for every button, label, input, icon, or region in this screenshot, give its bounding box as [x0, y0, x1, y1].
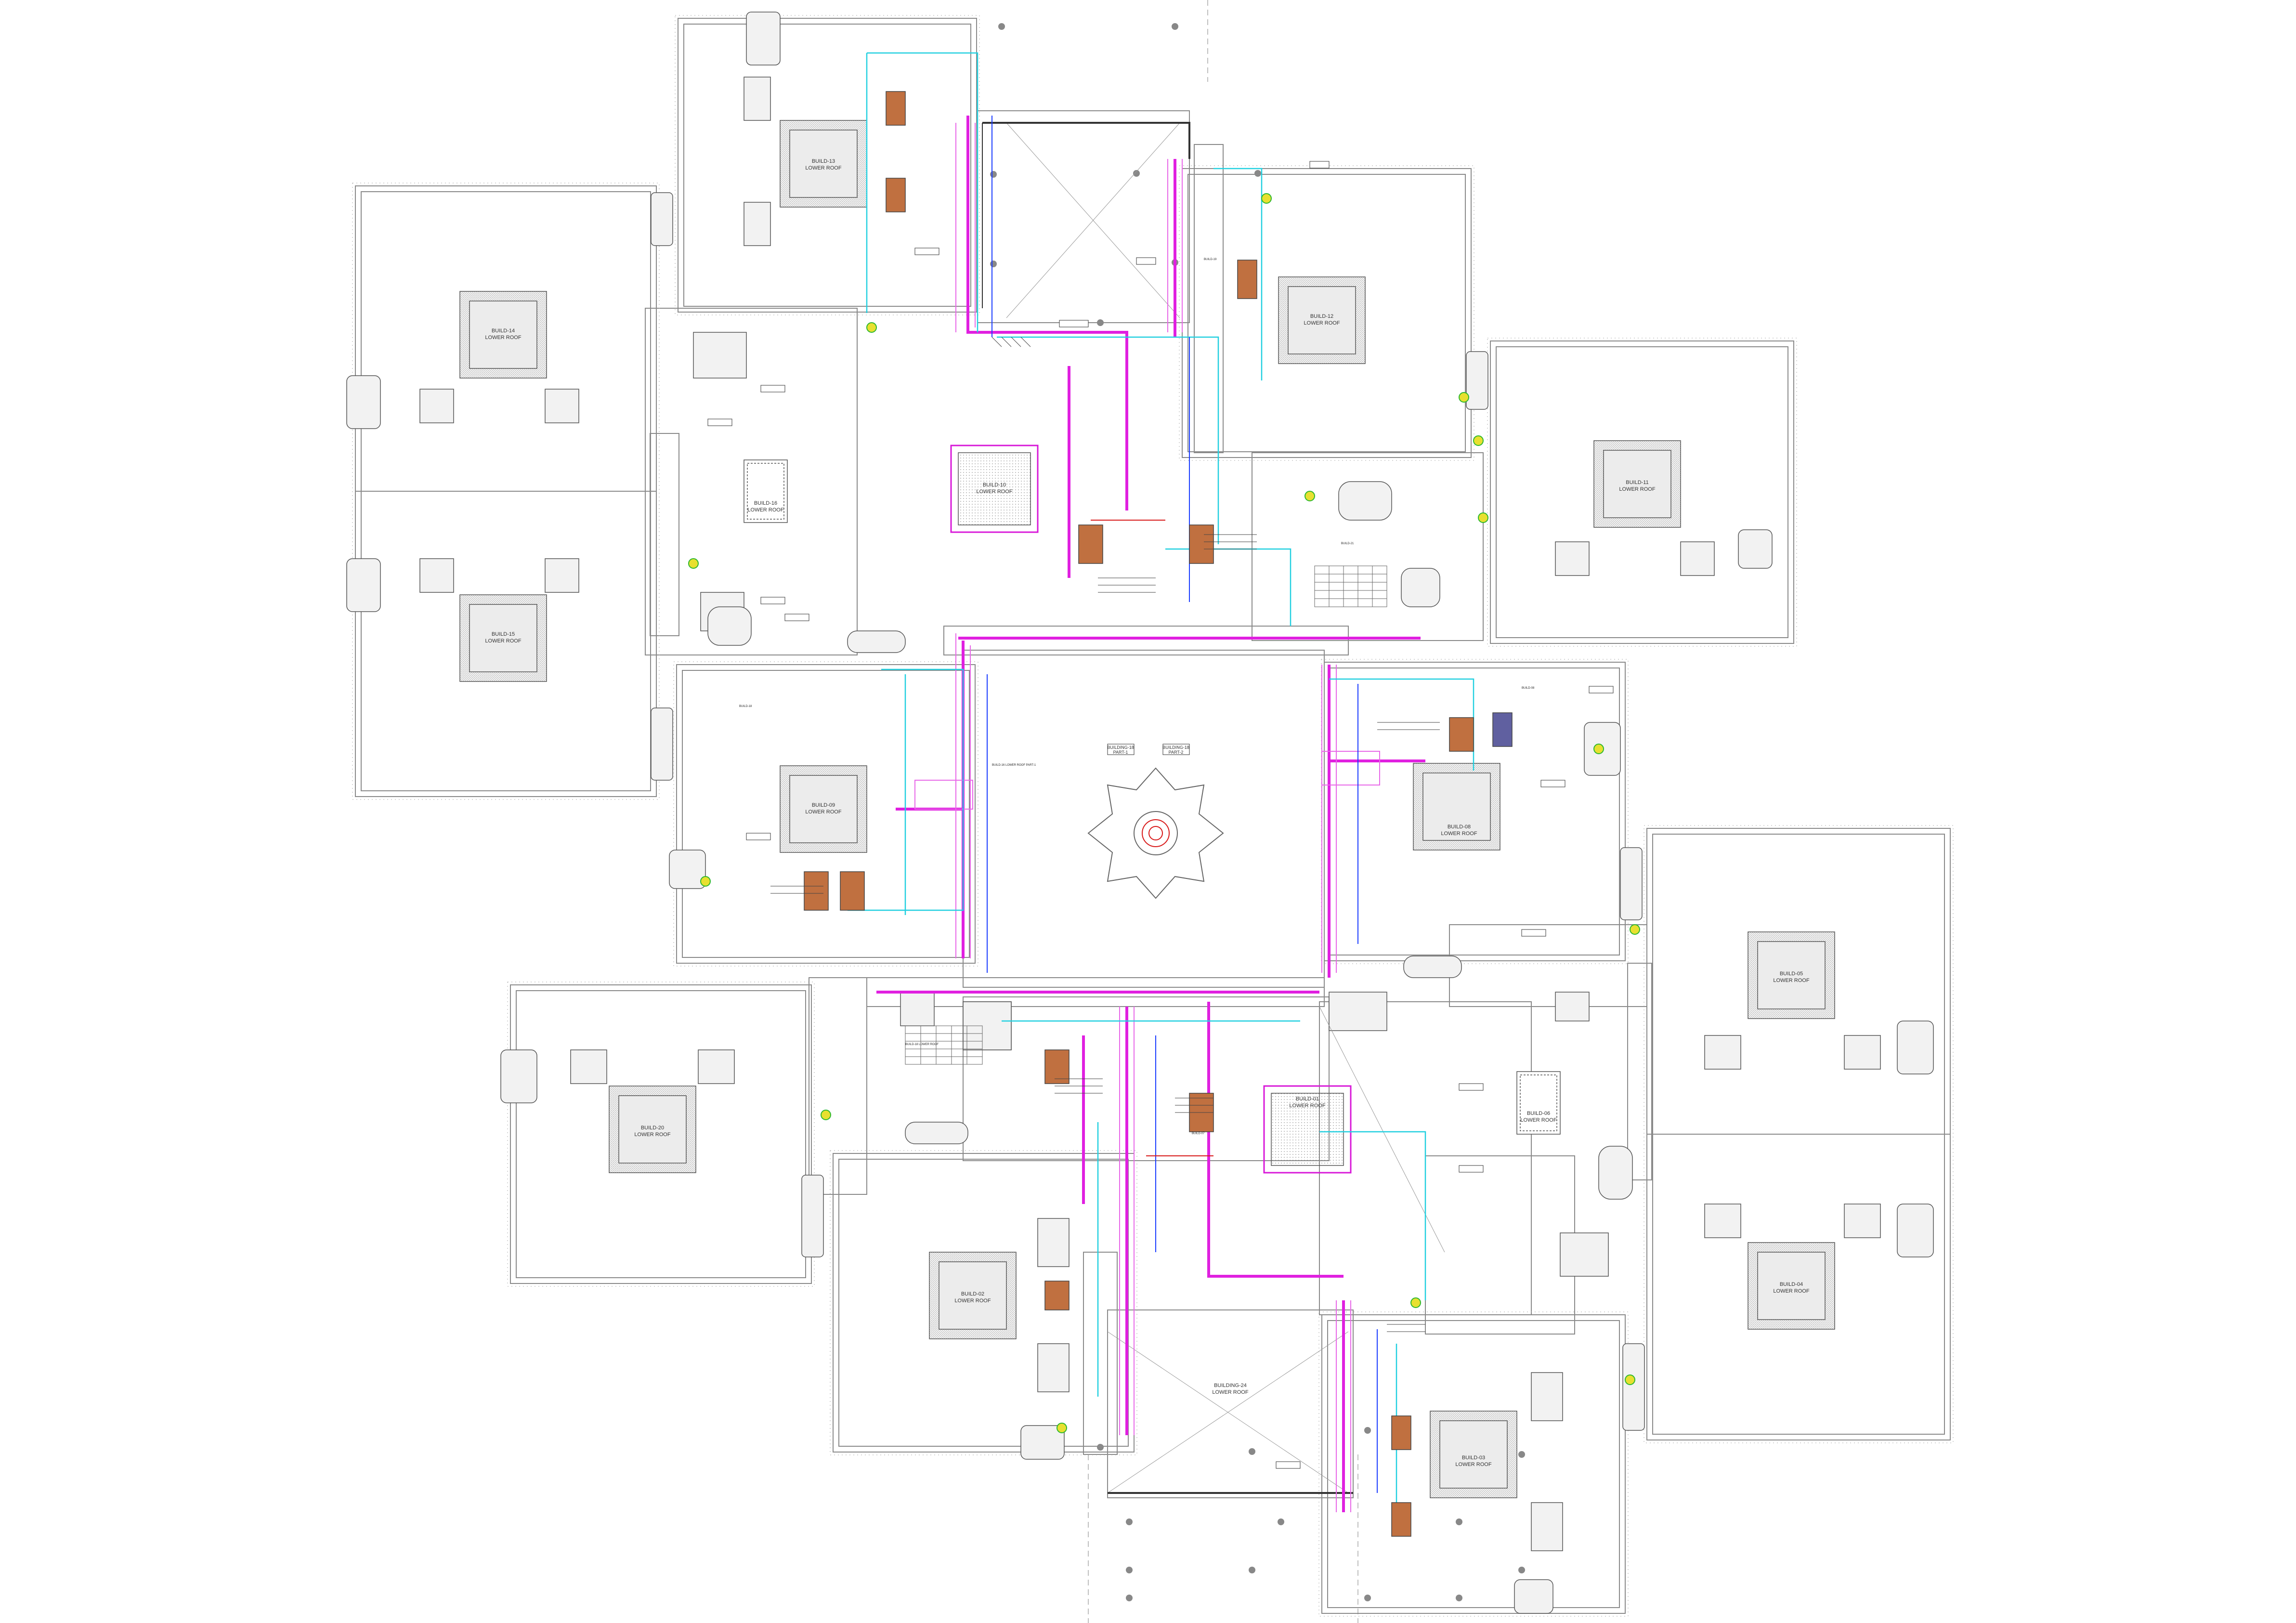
roof-label: BUILD-20	[641, 1125, 664, 1131]
roof-labels: BUILD-13 LOWER ROOF BUILD-12 LOWER ROOF …	[485, 158, 1809, 1467]
roof-label: BUILD-11	[1626, 480, 1648, 485]
roof-label: LOWER ROOF	[976, 489, 1012, 495]
equipment-units	[804, 91, 1513, 1537]
roof-label: BUILD-13	[812, 158, 835, 164]
build-16-lower-label: BUILD-16 LOWER ROOF PART-1	[992, 764, 1036, 767]
eave-ticks	[352, 15, 1954, 1617]
roof-label: BUILD-15	[492, 631, 515, 637]
build-19-label: BUILD-19	[1204, 258, 1217, 261]
lower-roof-squares	[459, 120, 1835, 1498]
roof-label: LOWER ROOF	[1520, 1117, 1556, 1123]
roof-label: LOWER ROOF	[954, 1298, 991, 1304]
yellow-units	[688, 193, 1640, 1433]
building-18-part1-label: BUILDING-18	[1107, 745, 1134, 750]
building-18-part1-label: PART-1	[1113, 750, 1128, 755]
roof-label: LOWER ROOF	[1212, 1389, 1248, 1395]
roof-label: LOWER ROOF	[1304, 320, 1340, 326]
roof-label: BUILD-04	[1780, 1282, 1803, 1287]
mep-detail-clusters	[770, 337, 1440, 1332]
building-18-part2-label: BUILDING-18	[1162, 745, 1189, 750]
roof-label: LOWER ROOF	[747, 507, 783, 513]
roof-label: LOWER ROOF	[1773, 1288, 1809, 1294]
roof-label: BUILDING-24	[1214, 1383, 1247, 1388]
central-labels: BUILDING-18 PART-1 BUILDING-18 PART-2	[1107, 745, 1189, 755]
roof-label: LOWER ROOF	[805, 165, 841, 171]
build-18-label: BUILD-18	[739, 705, 752, 708]
stair-cores	[346, 12, 1934, 1614]
annotation-tags	[707, 161, 1614, 1469]
roof-label: BUILD-14	[492, 328, 515, 334]
roof-label: BUILD-10	[983, 482, 1006, 488]
roof-label: LOWER ROOF	[1455, 1462, 1491, 1467]
roof-label: BUILD-08	[1448, 824, 1471, 830]
building-18-part2-label: PART-2	[1169, 750, 1184, 755]
grid-lines	[1088, 0, 1358, 1623]
roof-label: LOWER ROOF	[634, 1132, 670, 1138]
central-rotunda	[1087, 767, 1224, 899]
build-07-label: BUILD-07	[1192, 1132, 1205, 1135]
small-labels: BUILD-18 BUILD-19 BUILD-08 BUILD-07 BUIL…	[739, 258, 1535, 1135]
roof-label: BUILD-02	[961, 1291, 984, 1297]
roof-label: BUILD-16	[754, 500, 777, 506]
roof-label: LOWER ROOF	[1441, 831, 1477, 837]
build-18-lower-label: BUILD-18 LOWER ROOF	[905, 1043, 939, 1046]
ducts-magenta	[876, 116, 1425, 1512]
roof-label: BUILD-05	[1780, 971, 1803, 977]
roof-label: LOWER ROOF	[485, 335, 521, 340]
roof-label: LOWER ROOF	[485, 638, 521, 644]
roof-label: LOWER ROOF	[1289, 1103, 1325, 1109]
ducts-magenta-thin	[914, 123, 1380, 1512]
roof-label: BUILD-01	[1296, 1096, 1319, 1102]
roof-label: BUILD-09	[812, 802, 835, 808]
roof-label: BUILD-03	[1462, 1455, 1485, 1461]
roof-label: LOWER ROOF	[1619, 486, 1655, 492]
roof-label: LOWER ROOF	[805, 809, 841, 815]
build-21-label: BUILD-21	[1341, 542, 1354, 545]
building-walls	[355, 18, 1951, 1614]
roof-grids	[905, 565, 1387, 1065]
roof-label: LOWER ROOF	[1773, 978, 1809, 983]
build-08-label: BUILD-08	[1522, 687, 1535, 690]
safety-rails	[982, 122, 1353, 1494]
roof-diagonals	[1006, 122, 1445, 1493]
roof-label: BUILD-06	[1527, 1111, 1550, 1116]
roof-label: BUILD-12	[1310, 314, 1333, 319]
